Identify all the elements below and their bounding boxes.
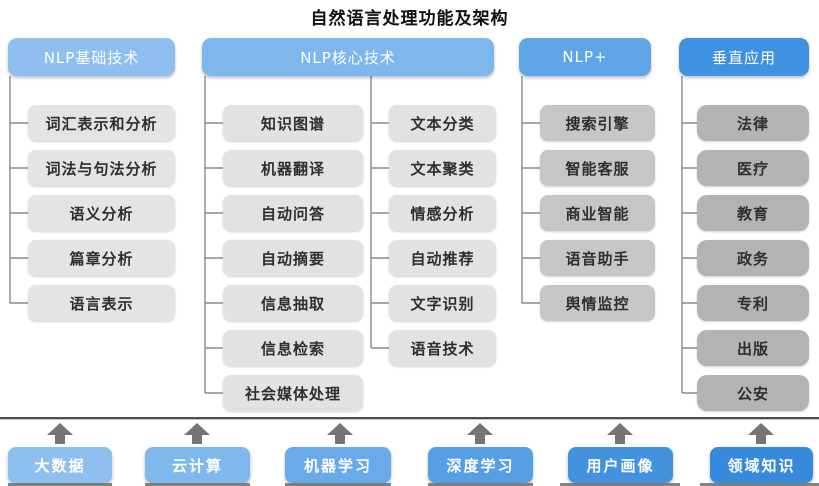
divider-line (0, 417, 819, 420)
node-box: 出版 (697, 330, 809, 366)
node-box: 语音技术 (389, 330, 496, 366)
node-box: 文本聚类 (389, 150, 496, 186)
node-box: 自动摘要 (223, 240, 363, 276)
node-box: 情感分析 (389, 195, 496, 231)
up-arrow-icon (47, 423, 73, 445)
watermark-fragment (700, 483, 819, 486)
watermark-fragment (428, 483, 533, 486)
up-arrow-icon (184, 423, 210, 445)
node-box: 知识图谱 (223, 105, 363, 141)
page-title: 自然语言处理功能及架构 (310, 9, 509, 29)
foundation-box: 云计算 (145, 447, 250, 483)
foundation-box: 深度学习 (428, 447, 533, 483)
watermark-fragment (285, 483, 391, 486)
node-box: 政务 (697, 240, 809, 276)
watermark-fragment (145, 483, 250, 486)
node-box: 自动推荐 (389, 240, 496, 276)
node-box: 医疗 (697, 150, 809, 186)
node-box: 公安 (697, 375, 809, 411)
header-nlp-basic: NLP基础技术 (8, 38, 175, 76)
node-box: 文本分类 (389, 105, 496, 141)
node-box: 搜索引擎 (540, 105, 655, 141)
watermark-fragment (560, 483, 680, 486)
up-arrow-icon (748, 423, 774, 445)
foundation-box: 领域知识 (710, 447, 813, 483)
node-box: 智能客服 (540, 150, 655, 186)
node-box: 信息抽取 (223, 285, 363, 321)
up-arrow-icon (467, 423, 493, 445)
node-box: 法律 (697, 105, 809, 141)
foundation-box: 用户画像 (568, 447, 673, 483)
node-box: 机器翻译 (223, 150, 363, 186)
foundation-box: 大数据 (8, 447, 112, 483)
node-box: 语音助手 (540, 240, 655, 276)
up-arrow-icon (607, 423, 633, 445)
node-box: 篇章分析 (28, 240, 175, 276)
node-box: 专利 (697, 285, 809, 321)
watermark-fragment (8, 483, 112, 486)
up-arrow-icon (327, 423, 353, 445)
node-box: 社会媒体处理 (223, 375, 363, 411)
node-box: 商业智能 (540, 195, 655, 231)
foundation-box: 机器学习 (285, 447, 391, 483)
node-box: 语义分析 (28, 195, 175, 231)
node-box: 自动问答 (223, 195, 363, 231)
node-box: 词汇表示和分析 (28, 105, 175, 141)
header-nlp-core: NLP核心技术 (202, 38, 494, 76)
node-box: 文字识别 (389, 285, 496, 321)
node-box: 教育 (697, 195, 809, 231)
node-box: 舆情监控 (540, 285, 655, 321)
header-vertical-apps: 垂直应用 (679, 38, 809, 76)
node-box: 语言表示 (28, 285, 175, 321)
node-box: 词法与句法分析 (28, 150, 175, 186)
node-box: 信息检索 (223, 330, 363, 366)
header-nlp-plus: NLP+ (519, 38, 651, 76)
